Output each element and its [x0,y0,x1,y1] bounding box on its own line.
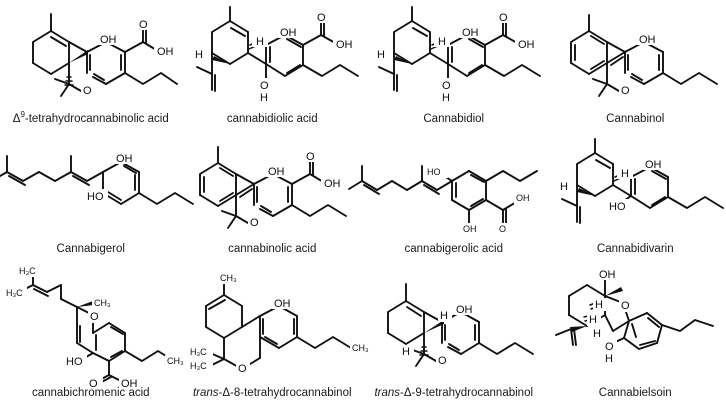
atom-label-H-lower: H [402,346,410,358]
structure-cell-cbda: H H O H OH O OH cannabidiolic acid [182,0,364,130]
atom-label-H-right: H [621,168,629,180]
atom-label-O-carbonyl: O [306,151,315,163]
atom-label-OH-bottom: OH [463,224,477,234]
atom-label-OH: OH [274,298,291,310]
structure-cell-thca: O OH O OH Δ9-tetrahydrocannabinolic acid [0,0,182,130]
atom-label-H-bottom: H [442,92,450,104]
caption-cbca: cannabichromenic acid [31,387,150,400]
structure-cell-cbca: H₃C H₃C CH₃ O HO O OH CH₃ cannabichromen… [0,260,191,404]
atom-label-OH-phenol: OH [268,166,285,178]
atom-label-H-3: H [593,328,601,340]
structure-drawing-cbdv: H H HO OH [545,130,726,243]
atom-label-H3C-left: H₃C [6,288,23,298]
atom-label-H3C-1: H₃C [190,347,207,357]
structure-cell-cbe: OH H H H O O H Cannabielsoin [545,260,726,404]
structure-cell-d8thc: CH₃ H₃C H₃C O OH CH₃ trans-Δ-8-tetrahydr… [182,260,377,404]
atom-label-OH2: OH [157,46,174,58]
atom-label-O-bottom: O [260,80,269,92]
structure-drawing-d8thc: CH₃ H₃C H₃C O OH CH₃ [182,260,377,387]
atom-label-O-pyran: O [90,311,99,323]
structure-drawing-cbd: H H O H OH O OH [363,0,545,113]
atom-label-O-phenol: O [605,341,614,353]
caption-cbda: cannabidiolic acid [226,113,318,126]
caption-cbga: cannabigerolic acid [404,243,503,256]
atom-label-HO: HO [427,167,441,177]
atom-label-H-upper: H [440,310,448,322]
caption-d9thc: trans-Δ-9-tetrahydrocannabinol [374,387,534,400]
structure-drawing-d9thc: O OH H H [363,260,545,387]
atom-label-O-carbonyl: O [499,12,508,24]
atom-label-HO: HO [609,201,626,213]
caption-thca: Δ9-tetrahydrocannabinolic acid [12,110,169,126]
atom-label-H3C-top: H₃C [19,266,36,276]
atom-label-OH-top: OH [116,153,133,165]
structure-cell-cbdv: H H HO OH Cannabidivarin [545,130,726,260]
atom-label-OH: OH [100,34,117,46]
structure-drawing-cbg: OH HO [0,130,194,243]
atom-label-H-bottom: H [260,92,268,104]
structure-drawing-cbna: O OH O OH [182,130,364,243]
structure-drawing-cbga: HO OH O OH [347,130,545,243]
atom-label-O: O [621,85,630,97]
atom-label-HO: HO [66,356,83,368]
atom-label-O-carbonyl: O [317,12,326,24]
atom-label-H-1: H [595,299,603,311]
structure-drawing-cbe: OH H H H O O H [545,260,726,387]
structure-cell-cbna: O OH O OH cannabinolic acid [182,130,364,260]
structure-cell-cbga: HO OH O OH cannabigerolic acid [347,130,545,260]
structure-cell-cbn: O OH Cannabinol [545,0,726,130]
atom-label-OH-top: OH [462,27,479,39]
structure-cell-cbg: OH HO Cannabigerol [0,130,194,260]
atom-label-OH: OH [645,159,662,171]
structure-drawing-cbn: O OH [545,0,726,113]
atom-label-H-left: H [377,49,385,61]
atom-label-H-left: H [195,49,203,61]
atom-label-H-2: H [589,314,597,326]
caption-cbna: cannabinolic acid [228,243,317,256]
atom-label-O-furan: O [621,300,630,312]
atom-label-OH-acid: OH [121,378,138,390]
structure-drawing-thca: O OH O OH [0,0,182,113]
atom-label-O2: O [139,19,148,31]
atom-label-CH3-top: CH₃ [220,273,237,283]
atom-label-OH-acid: OH [336,39,353,51]
atom-label-H-right: H [438,36,446,48]
atom-label-OH-top: OH [280,27,297,39]
atom-label-H-right: H [256,36,264,48]
atom-label-H-left: H [560,181,568,193]
caption-d8thc: trans-Δ-8-tetrahydrocannabinol [192,387,352,400]
atom-label-OH: OH [456,304,473,316]
atom-label-O-pyran: O [250,217,259,229]
atom-label-O-carbonyl: O [89,378,98,390]
atom-label-O: O [83,85,92,97]
atom-label-O-carbonyl: O [499,224,506,234]
atom-label-H-phenol: H [605,353,613,365]
atom-label-CH3-pentyl: CH₃ [352,343,369,353]
atom-label-CH3-pentyl: CH₃ [167,356,184,366]
atom-label-HO-bottom: HO [87,191,104,203]
structure-drawing-cbda: H H O H OH O OH [182,0,364,113]
caption-cbd: Cannabidiol [423,113,485,126]
atom-label-OH-acid: OH [518,39,535,51]
caption-cbn: Cannabinol [606,113,665,126]
atom-label-O-pyran: O [238,363,247,375]
structure-cell-d9thc: O OH H H trans-Δ-9-tetrahydrocannabinol [363,260,545,404]
structure-drawing-cbca: H₃C H₃C CH₃ O HO O OH CH₃ [0,260,191,390]
atom-label-CH3: CH₃ [94,298,111,308]
atom-label-OH-acid: OH [324,178,341,190]
atom-label-H3C-2: H₃C [190,361,207,371]
atom-label-O-bottom: O [442,80,451,92]
caption-cbdv: Cannabidivarin [596,243,674,256]
atom-label-O-pyran: O [438,355,447,367]
caption-cbg: Cannabigerol [56,243,125,256]
structure-cell-cbd: H H O H OH O OH Cannabidiol [363,0,545,130]
atom-label-OH-acid: OH [516,193,530,203]
atom-label-OH-top: OH [599,269,616,281]
atom-label-OH: OH [639,34,656,46]
caption-cbe: Cannabielsoin [598,387,672,400]
